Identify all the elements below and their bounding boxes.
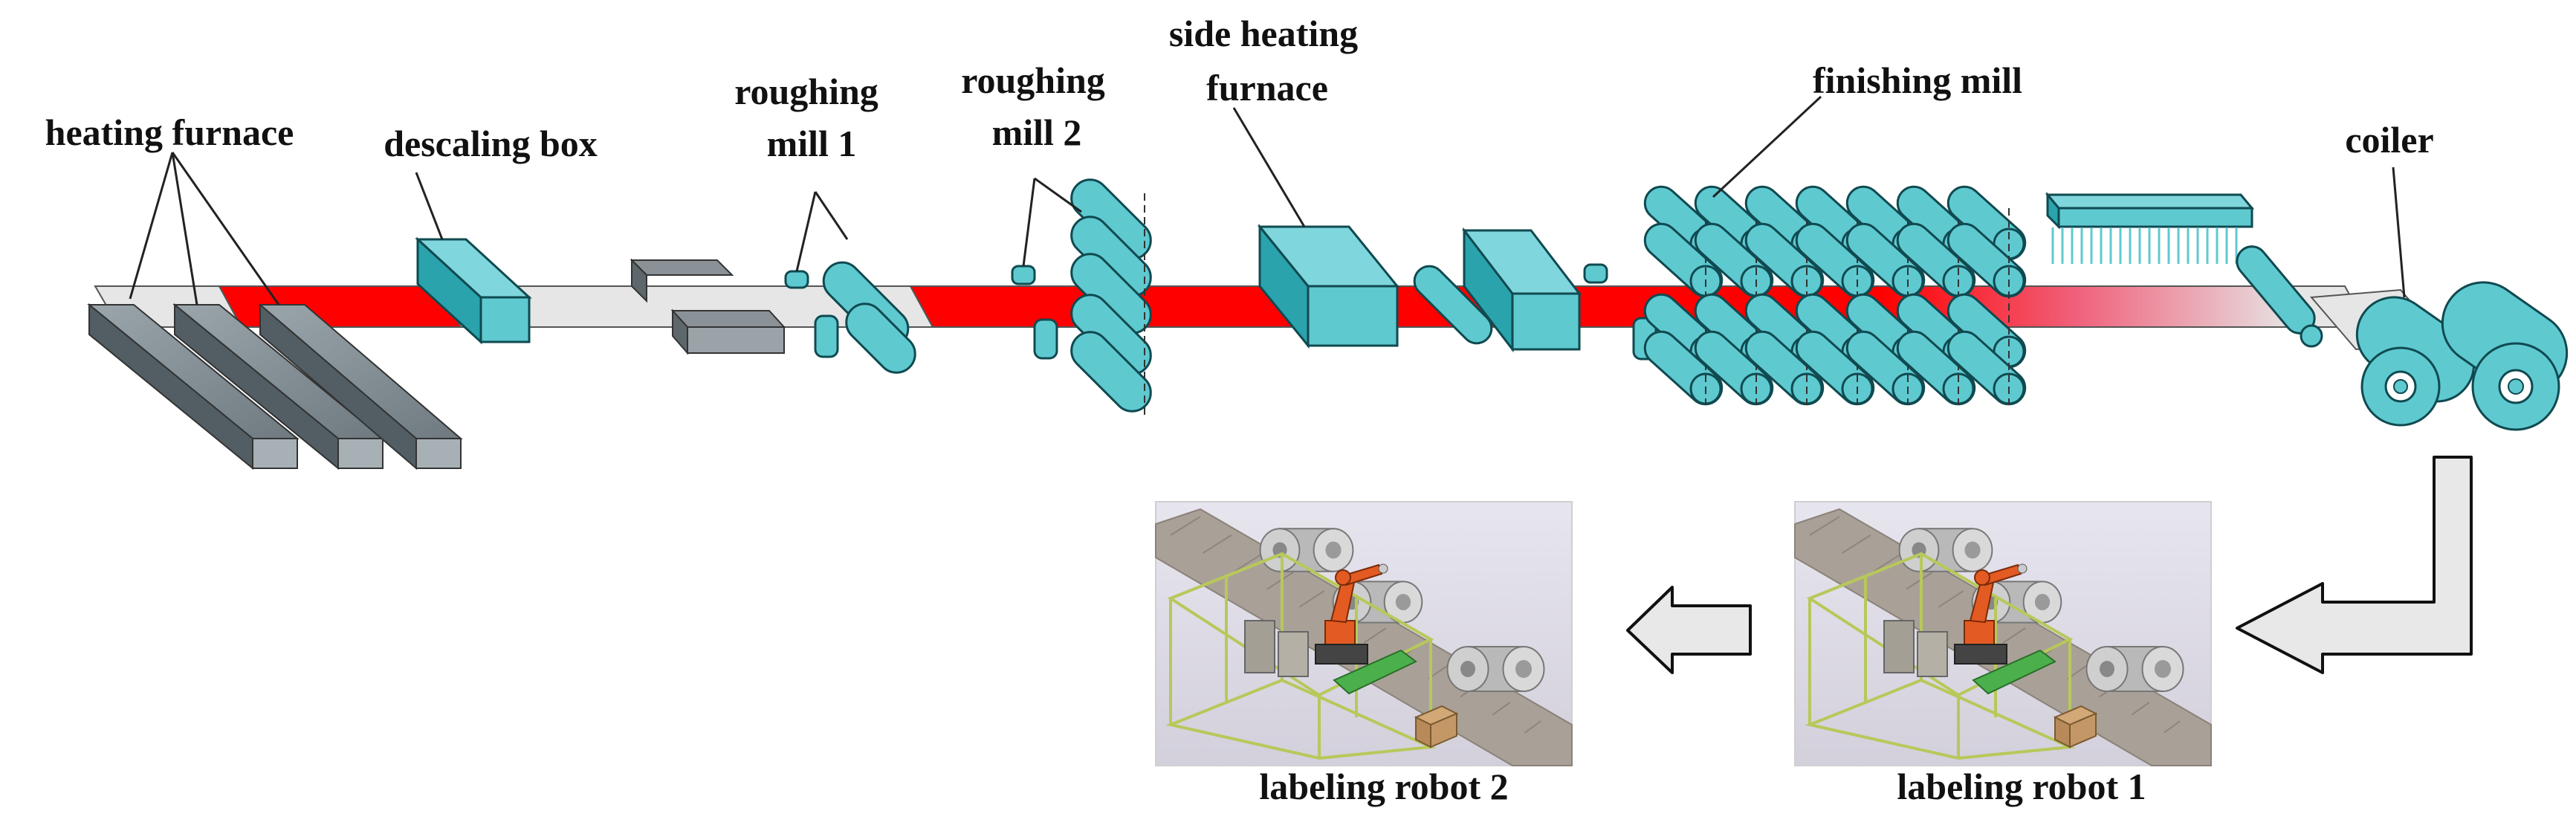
slab-icon bbox=[87, 303, 463, 471]
label-side-heating-furnace-a: side heating bbox=[1169, 13, 1358, 54]
label-heating-furnace: heating furnace bbox=[45, 111, 294, 153]
label-labeling-robot-1: labeling robot 1 bbox=[1897, 766, 2146, 807]
label-roughing-mill-2-b: mill 2 bbox=[992, 111, 1082, 153]
label-side-heating-furnace-b: furnace bbox=[1206, 67, 1328, 109]
labeling-robot-cell-icon bbox=[1155, 501, 1573, 766]
label-labeling-robot-2: labeling robot 2 bbox=[1259, 766, 1508, 807]
coil-icon bbox=[2355, 281, 2569, 431]
labels: heating furnace descaling box roughing m… bbox=[45, 13, 2434, 807]
label-finishing-mill: finishing mill bbox=[1813, 59, 2022, 101]
edger-block bbox=[630, 258, 786, 355]
flow-arrow-icon bbox=[2236, 456, 2473, 674]
roll-stand-icon bbox=[1011, 178, 1152, 416]
label-coiler: coiler bbox=[2345, 119, 2433, 161]
leader-lines bbox=[129, 95, 2406, 306]
descaling-box-icon bbox=[415, 236, 532, 345]
finishing-mill-stands bbox=[1643, 185, 2027, 406]
side-heating-furnace-box bbox=[1257, 223, 1400, 349]
laminar-cooling-header bbox=[2045, 191, 2255, 264]
finishing-stand bbox=[1946, 185, 2027, 406]
label-roughing-mill-1-b: mill 1 bbox=[767, 123, 857, 164]
label-roughing-mill-1-a: roughing bbox=[734, 71, 878, 112]
flow-arrow-icon bbox=[1626, 586, 1752, 674]
label-descaling-box: descaling box bbox=[384, 123, 598, 164]
side-heating-furnace-box-2 bbox=[1461, 227, 1582, 353]
labeling-robot-cell-icon bbox=[1794, 501, 2212, 766]
roll-stand-icon bbox=[784, 261, 916, 374]
roll-stand-icon bbox=[1413, 265, 1493, 345]
label-roughing-mill-2-a: roughing bbox=[961, 59, 1105, 101]
roll-stand-icon bbox=[2236, 245, 2323, 348]
